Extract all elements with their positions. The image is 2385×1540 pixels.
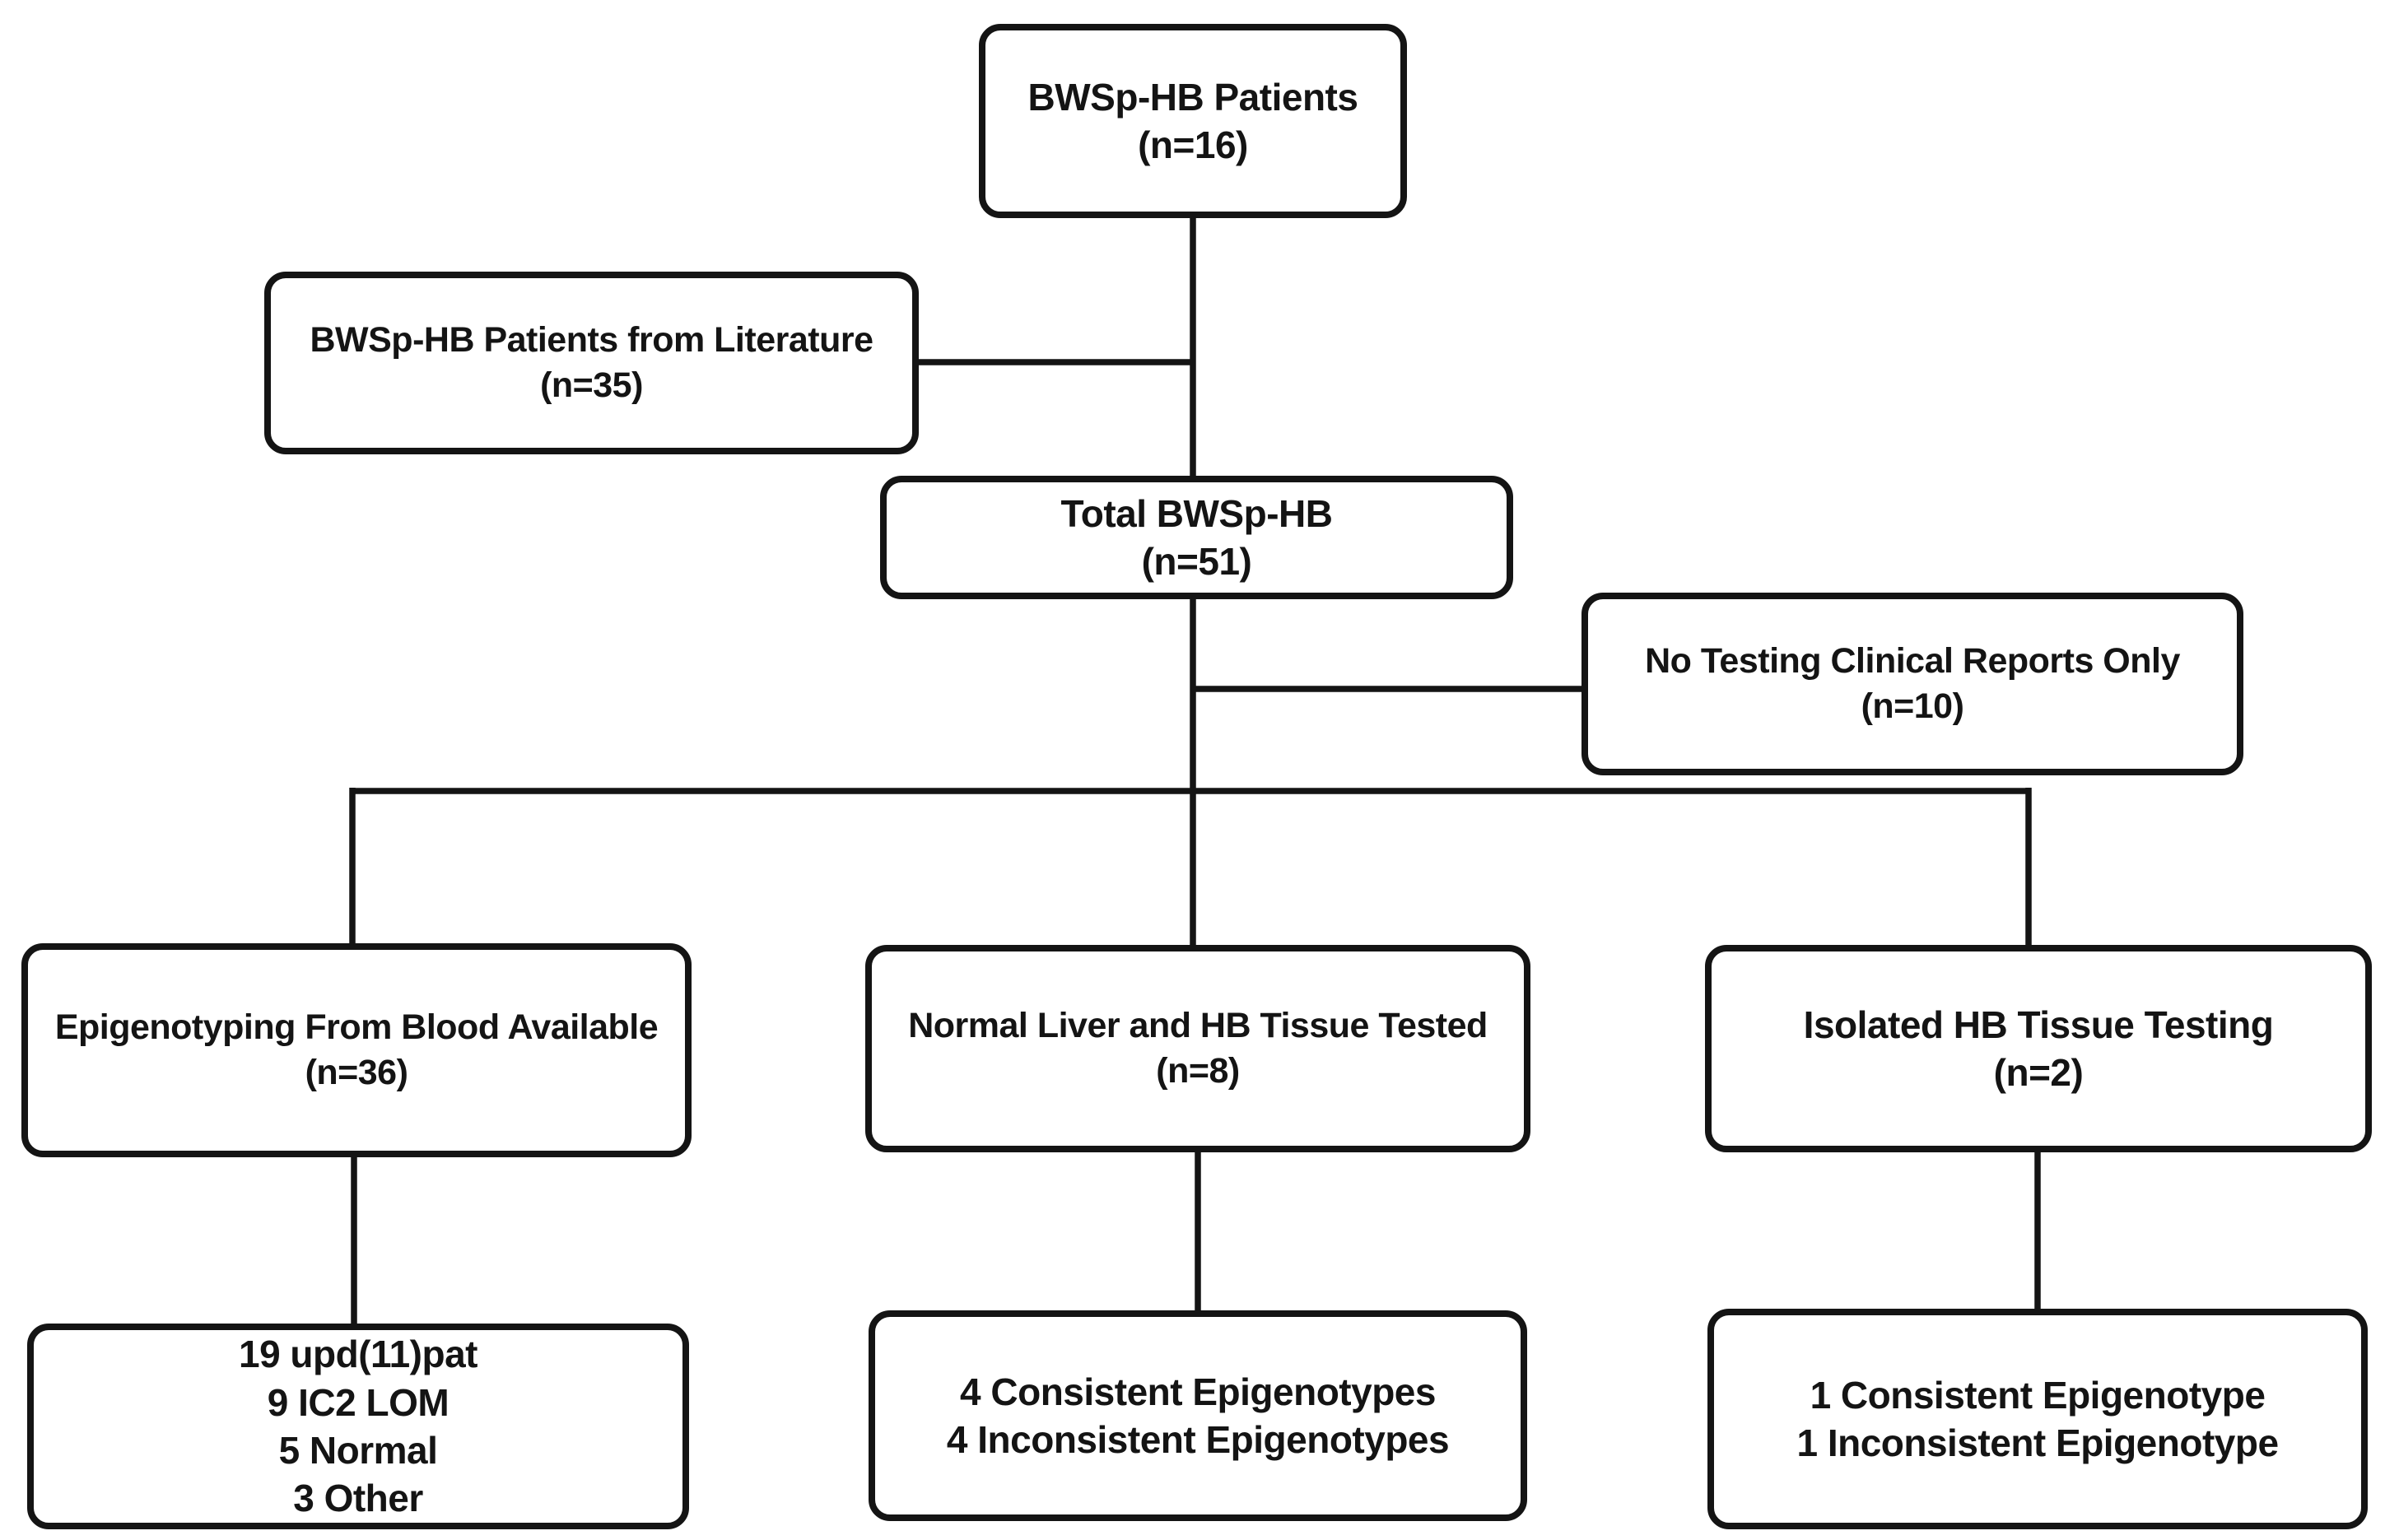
node-isolated-hb-testing: Isolated HB Tissue Testing (n=2): [1705, 945, 2372, 1152]
result-line: 9 IC2 LOM: [267, 1380, 450, 1424]
node-blood-epigenotyping: Epigenotyping From Blood Available (n=36…: [21, 943, 692, 1157]
node-count: (n=2): [1993, 1051, 2084, 1094]
result-line: 19 upd(11)pat: [238, 1333, 478, 1376]
node-label: Isolated HB Tissue Testing: [1803, 1003, 2274, 1046]
node-label: BWSp-HB Patients from Literature: [310, 320, 873, 361]
node-count: (n=16): [1138, 123, 1248, 166]
node-bwsp-hb-patients: BWSp-HB Patients (n=16): [979, 24, 1407, 218]
node-isolated-hb-results: 1 Consistent Epigenotype 1 Inconsistent …: [1707, 1309, 2368, 1529]
node-label: Normal Liver and HB Tissue Tested: [908, 1006, 1488, 1046]
node-no-testing-clinical-reports: No Testing Clinical Reports Only (n=10): [1581, 593, 2243, 775]
node-count: (n=51): [1141, 540, 1252, 583]
result-line: 4 Consistent Epigenotypes: [960, 1370, 1436, 1413]
node-count: (n=8): [1156, 1051, 1240, 1091]
result-line: 5 Normal: [278, 1429, 438, 1472]
node-count: (n=35): [540, 365, 643, 405]
result-line: 1 Consistent Epigenotype: [1810, 1373, 2266, 1417]
result-line: 1 Inconsistent Epigenotype: [1796, 1421, 2279, 1464]
node-liver-hb-results: 4 Consistent Epigenotypes 4 Inconsistent…: [869, 1310, 1527, 1521]
result-line: 4 Inconsistent Epigenotypes: [946, 1418, 1450, 1461]
node-label: No Testing Clinical Reports Only: [1645, 641, 2180, 682]
node-label: BWSp-HB Patients: [1027, 75, 1358, 119]
result-line: 3 Other: [293, 1477, 423, 1520]
node-total-bwsp-hb: Total BWSp-HB (n=51): [880, 476, 1513, 599]
node-blood-epigenotype-results: 19 upd(11)pat 9 IC2 LOM 5 Normal 3 Other: [27, 1324, 689, 1529]
node-liver-hb-tissue-tested: Normal Liver and HB Tissue Tested (n=8): [865, 945, 1530, 1152]
node-count: (n=10): [1861, 686, 1964, 726]
node-label: Total BWSp-HB: [1060, 491, 1333, 535]
node-label: Epigenotyping From Blood Available: [54, 1007, 659, 1048]
node-count: (n=36): [305, 1053, 408, 1092]
node-literature-patients: BWSp-HB Patients from Literature (n=35): [264, 272, 919, 454]
